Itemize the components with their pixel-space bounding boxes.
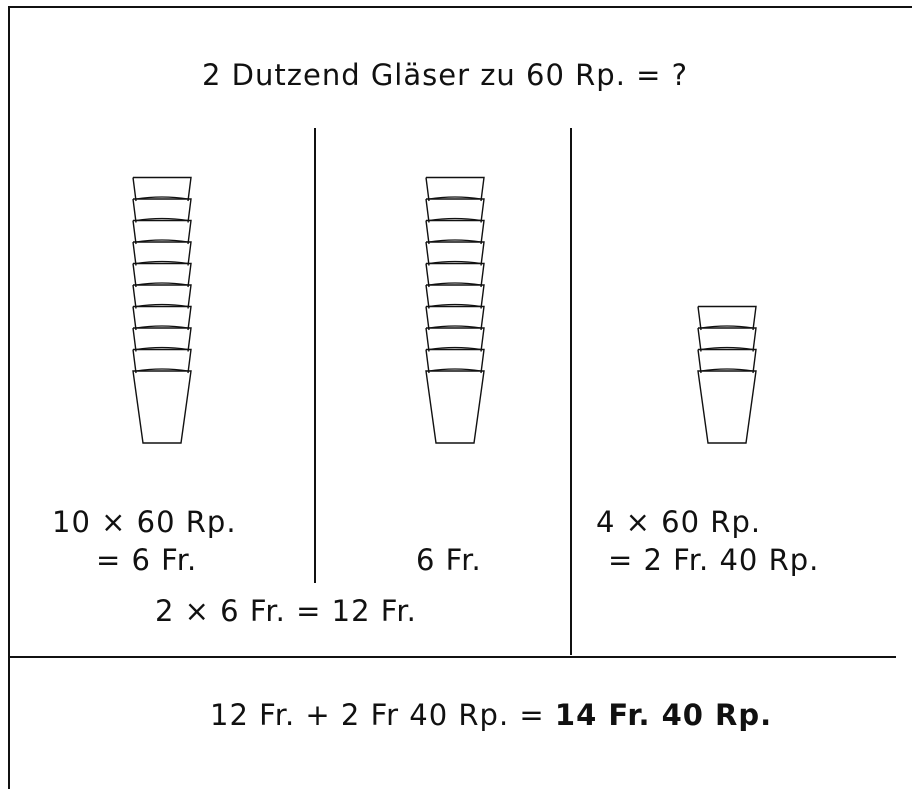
divider-right [570, 128, 572, 655]
glass-stack-middle [418, 170, 493, 445]
glass-body [698, 371, 756, 443]
glass-stack-right [690, 295, 765, 445]
total-equation: 12 Fr. + 2 Fr 40 Rp. = 14 Fr. 40 Rp. [210, 698, 772, 732]
glass-stack-left [125, 170, 200, 445]
middle-calc-line1: 6 Fr. [416, 543, 482, 577]
glass-body [133, 371, 191, 443]
left-calc-line2: = 6 Fr. [96, 543, 197, 577]
total-expression: 12 Fr. + 2 Fr 40 Rp. = [210, 698, 555, 732]
total-result: 14 Fr. 40 Rp. [555, 698, 772, 732]
diagram-title: 2 Dutzend Gläser zu 60 Rp. = ? [202, 58, 688, 92]
glass-body [426, 371, 484, 443]
left-calc-line1: 10 × 60 Rp. [52, 505, 237, 539]
subtotal-equation: 2 × 6 Fr. = 12 Fr. [155, 594, 417, 628]
right-calc-line2: = 2 Fr. 40 Rp. [608, 543, 819, 577]
divider-left [314, 128, 316, 583]
divider-bottom [8, 656, 896, 658]
right-calc-line1: 4 × 60 Rp. [596, 505, 761, 539]
